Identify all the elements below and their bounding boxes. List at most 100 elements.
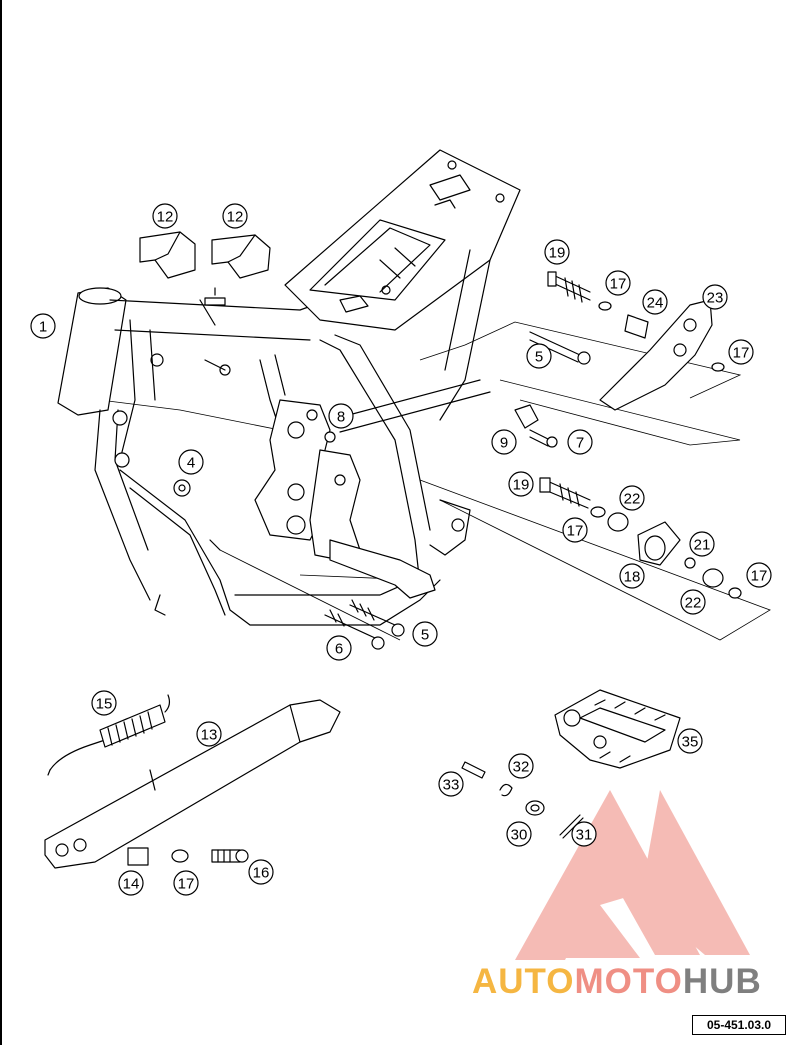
upper-right-parts <box>529 271 725 411</box>
callout-circle <box>491 429 517 455</box>
callout-circle <box>746 562 772 588</box>
callout-circle <box>506 821 532 847</box>
callout-c12b: 12 <box>222 203 248 229</box>
callout-number: 13 <box>201 727 218 744</box>
callout-number: 16 <box>253 865 270 882</box>
callout-number: 17 <box>567 523 584 540</box>
callout-c32: 32 <box>508 753 534 779</box>
callout-circle <box>619 563 645 589</box>
callout-circle <box>689 531 715 557</box>
callout-c5b: 5 <box>412 621 438 647</box>
callout-c16: 16 <box>248 859 274 885</box>
callout-number: 9 <box>500 435 508 452</box>
side-stand-assembly <box>44 694 341 869</box>
callout-number: 22 <box>685 595 702 612</box>
diagram-reference-code: 05-451.03.0 <box>692 1015 786 1035</box>
callout-circle <box>680 589 706 615</box>
callout-c15: 15 <box>91 690 117 716</box>
callout-c4: 4 <box>178 449 204 475</box>
callout-circle <box>567 429 593 455</box>
callout-circle <box>526 343 552 369</box>
callout-number: 17 <box>733 345 750 362</box>
callout-number: 17 <box>751 568 768 585</box>
callout-number: 17 <box>610 276 627 293</box>
callout-number: 18 <box>624 569 641 586</box>
callout-circle <box>30 313 56 339</box>
lower-bolts <box>324 599 405 650</box>
callout-number: 23 <box>707 290 724 307</box>
callout-circle <box>642 289 668 315</box>
callout-number: 8 <box>337 409 345 426</box>
callout-circle <box>173 870 199 896</box>
callout-number: 19 <box>513 477 530 494</box>
callout-number: 12 <box>227 209 244 226</box>
parts-7-9 <box>514 404 558 448</box>
callout-number: 6 <box>335 641 343 658</box>
callout-circle <box>328 403 354 429</box>
callout-c12a: 12 <box>152 203 178 229</box>
callout-number: 35 <box>682 734 699 751</box>
callout-circle <box>508 753 534 779</box>
callout-circle <box>619 485 645 511</box>
callout-c17a: 17 <box>605 270 631 296</box>
callout-number: 5 <box>421 627 429 644</box>
callout-c7: 7 <box>567 429 593 455</box>
callout-c6: 6 <box>326 635 352 661</box>
callout-c13: 13 <box>196 721 222 747</box>
callout-circle <box>178 449 204 475</box>
callout-number: 24 <box>647 295 664 312</box>
callout-c19a: 19 <box>544 239 570 265</box>
mid-right-parts <box>539 477 742 599</box>
callout-circle <box>508 471 534 497</box>
callout-circle <box>412 621 438 647</box>
callout-number: 19 <box>549 245 566 262</box>
callout-circle <box>118 870 144 896</box>
callout-c1: 1 <box>30 313 56 339</box>
callout-circle <box>326 635 352 661</box>
callout-number: 4 <box>187 455 195 472</box>
callout-c35: 35 <box>677 728 703 754</box>
part-12-guides <box>139 231 271 279</box>
callout-number: 21 <box>694 537 711 554</box>
callout-circle <box>248 859 274 885</box>
callout-circle <box>605 270 631 296</box>
callout-c17e: 17 <box>173 870 199 896</box>
callout-number: 12 <box>157 209 174 226</box>
callout-c18: 18 <box>619 563 645 589</box>
callout-circle <box>544 239 570 265</box>
callout-number: 15 <box>96 696 113 713</box>
callout-number: 7 <box>576 435 584 452</box>
callout-circle <box>728 339 754 365</box>
callout-number: 31 <box>576 827 593 844</box>
callout-c17d: 17 <box>746 562 772 588</box>
callout-c14: 14 <box>118 870 144 896</box>
callout-c9: 9 <box>491 429 517 455</box>
callout-c21: 21 <box>689 531 715 557</box>
watermark-part-auto: AUTO <box>472 962 575 1001</box>
callout-number: 1 <box>39 319 47 336</box>
callout-circle <box>438 771 464 797</box>
callout-circle <box>152 203 178 229</box>
callout-c8: 8 <box>328 403 354 429</box>
callout-number: 22 <box>624 491 641 508</box>
callout-number: 17 <box>178 876 195 893</box>
motorcycle-frame <box>57 149 521 626</box>
watermark-part-moto: MOTO <box>574 962 683 1001</box>
watermark-logo <box>515 790 750 960</box>
callout-c33: 33 <box>438 771 464 797</box>
callout-number: 30 <box>511 827 528 844</box>
callout-c17c: 17 <box>562 517 588 543</box>
callout-c22b: 22 <box>680 589 706 615</box>
callout-number: 5 <box>535 349 543 366</box>
callout-circle <box>677 728 703 754</box>
footpeg-assembly <box>461 689 681 839</box>
callout-number: 14 <box>123 876 140 893</box>
callout-c19b: 19 <box>508 471 534 497</box>
callout-c31: 31 <box>571 821 597 847</box>
callout-circle <box>571 821 597 847</box>
callout-circle <box>562 517 588 543</box>
watermark-text: AUTOMOTOHUB <box>472 962 792 1002</box>
